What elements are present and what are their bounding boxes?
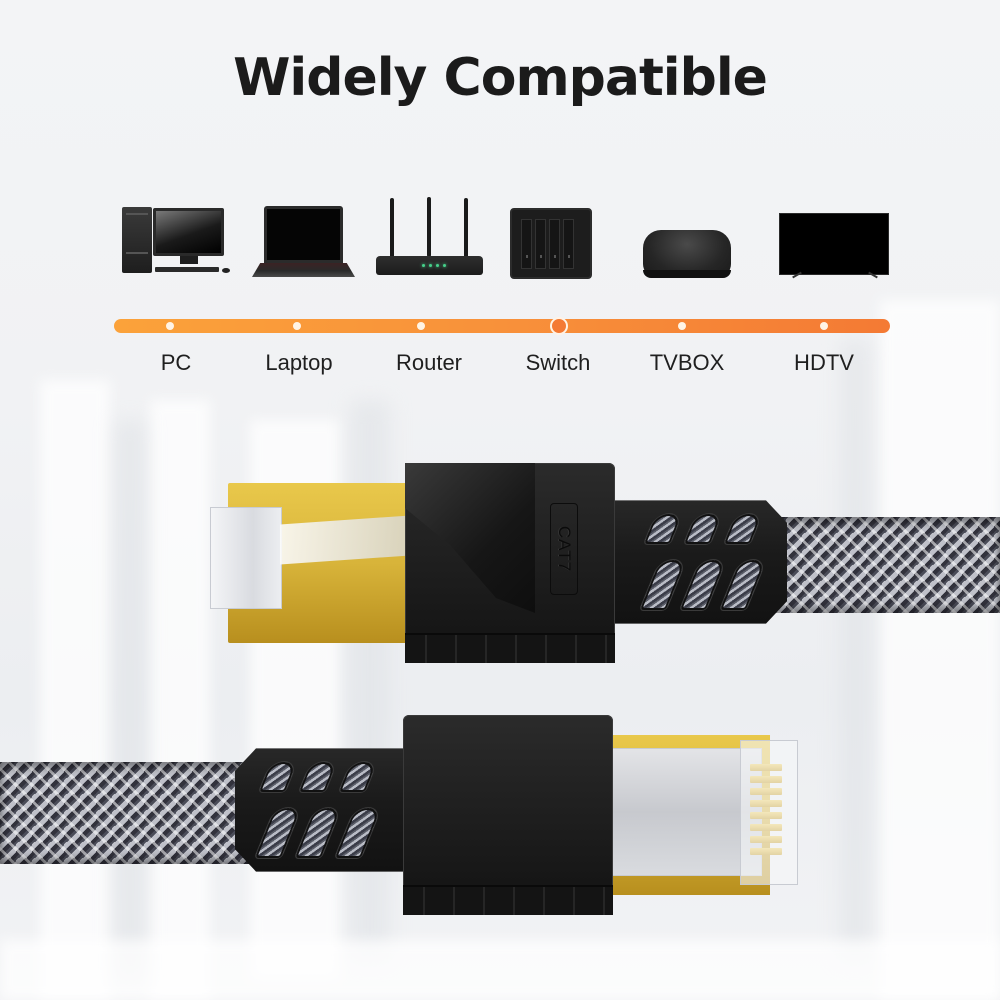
device-label-tvbox: TVBOX: [649, 350, 725, 375]
device-label-hdtv: HDTV: [794, 350, 854, 375]
device-label-switch: Switch: [525, 350, 591, 375]
timeline-dot-laptop: [293, 322, 301, 330]
connector-boot: [235, 748, 410, 872]
timeline-dot-hdtv: [820, 322, 828, 330]
timeline-dot-tvbox: [678, 322, 686, 330]
timeline-dot-switch: [550, 317, 568, 335]
rj45-clear-tip: [612, 748, 762, 876]
braided-cable: [0, 762, 250, 864]
timeline-dot-router: [417, 322, 425, 330]
page-title: Widely Compatible: [233, 48, 768, 108]
connector-boot: [612, 500, 787, 624]
connector-housing: CAT7: [405, 463, 615, 663]
device-label-laptop: Laptop: [265, 350, 333, 375]
braided-cable: [770, 517, 1000, 613]
device-label-router: Router: [395, 350, 463, 375]
cat7-marking: CAT7: [555, 525, 574, 573]
rj45-end-face: [740, 740, 798, 885]
device-label-pc: PC: [160, 350, 192, 375]
compatibility-timeline: [114, 317, 890, 335]
rj45-clear-tip: [210, 507, 282, 609]
timeline-dot-pc: [166, 322, 174, 330]
connector-housing: [403, 715, 613, 915]
